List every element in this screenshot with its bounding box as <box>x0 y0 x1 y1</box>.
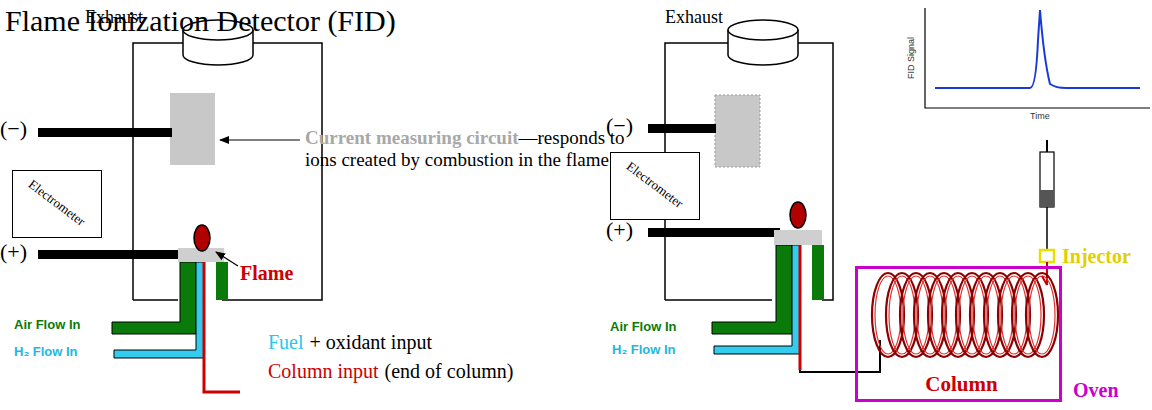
label: Exhaust <box>665 8 723 28</box>
label: Current measuring circuit <box>305 127 519 148</box>
title: Flame Ionization Detector (FID) <box>5 4 396 37</box>
label: + oxidant input <box>310 331 432 353</box>
coil-turn <box>875 276 901 354</box>
coil-turn <box>1029 276 1055 354</box>
label: (+) <box>0 240 27 264</box>
label: Air Flow In <box>14 318 80 332</box>
label: Fuel <box>268 331 304 353</box>
coil-turn <box>973 276 999 354</box>
coil-turn <box>931 276 957 354</box>
text-run: Fuel + oxidant input <box>268 331 628 354</box>
label: (+) <box>606 218 633 242</box>
electrometer-box: Electrometer <box>12 170 102 238</box>
part-label: Oven <box>1073 379 1119 401</box>
electrometer-box: Electrometer <box>610 152 700 220</box>
coil-turn <box>959 276 985 354</box>
text-run: Column input (end of column) <box>268 360 628 383</box>
label: H₂ Flow In <box>612 343 676 357</box>
coil-turn <box>987 276 1013 354</box>
label: H₂ Flow In <box>14 345 78 359</box>
axis-label: FID Signal <box>907 37 917 79</box>
coil-turn <box>1001 276 1027 354</box>
label: Injector <box>1062 245 1131 267</box>
oven-box: ColumnOven <box>855 266 1062 402</box>
column-end <box>1042 276 1047 285</box>
coil-turn <box>945 276 971 354</box>
part-label: Column <box>922 373 1000 396</box>
label: Exhaust <box>85 8 143 28</box>
column-coil <box>872 273 1058 357</box>
coil-turn <box>917 276 943 354</box>
right-detector <box>648 8 1150 372</box>
coil-turn <box>1026 273 1058 357</box>
text-run: Current measuring circuit—responds to io… <box>305 127 645 171</box>
label: Air Flow In <box>610 320 676 334</box>
label: (end of column) <box>385 360 514 382</box>
label: Flame <box>240 262 293 284</box>
coil-turn <box>1015 276 1041 354</box>
coil-turn <box>889 276 915 354</box>
label: Time <box>1030 112 1050 122</box>
coil-turn <box>1012 273 1044 357</box>
label: (−) <box>0 117 27 141</box>
label: Column input <box>268 360 379 382</box>
device-label: Electrometer <box>25 178 87 230</box>
coil-turn <box>903 276 929 354</box>
device-label: Electrometer <box>623 160 685 212</box>
